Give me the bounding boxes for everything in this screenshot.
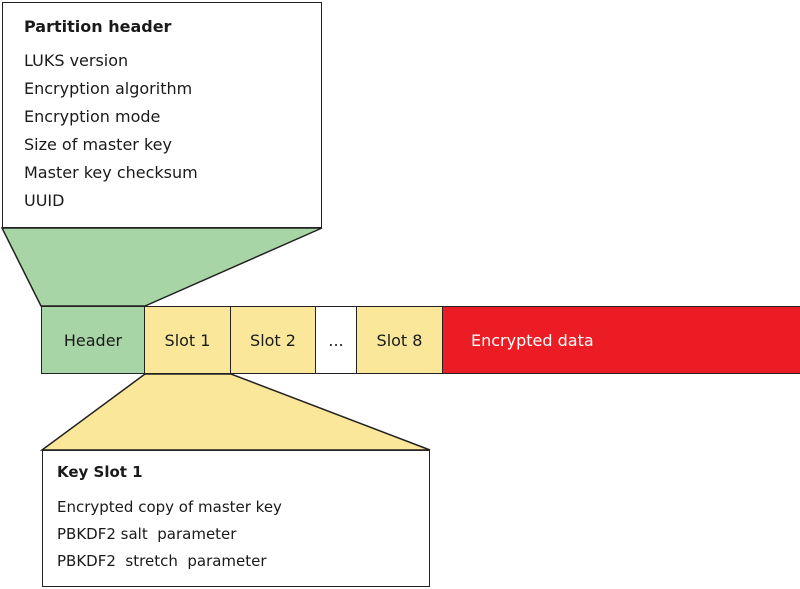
segment-header-label: Header <box>63 330 123 350</box>
keyslot-expansion-wedge <box>39 373 431 451</box>
segment-encrypted-data-label: Encrypted data <box>471 330 594 350</box>
header-field-master-key-checksum: Master key checksum <box>24 163 198 182</box>
segment-slot-1: Slot 1 <box>145 306 231 374</box>
partition-header-detail-box: Partition header LUKS version Encryption… <box>2 2 322 228</box>
segment-slot-2-label: Slot 2 <box>250 330 296 350</box>
partition-header-title: Partition header <box>24 17 172 36</box>
header-field-master-key-size: Size of master key <box>24 135 172 154</box>
key-slot-detail-box: Key Slot 1 Encrypted copy of master key … <box>42 450 430 587</box>
header-field-encryption-mode: Encryption mode <box>24 107 161 126</box>
segment-slot-2: Slot 2 <box>231 306 316 374</box>
segment-slot-8-label: Slot 8 <box>376 330 423 350</box>
segment-slot-8: Slot 8 <box>357 306 443 374</box>
segment-header: Header <box>41 306 145 374</box>
header-expansion-wedge <box>0 227 323 307</box>
segment-encrypted-data: Encrypted data <box>443 306 800 374</box>
header-field-uuid: UUID <box>24 191 65 210</box>
segment-slot-1-label: Slot 1 <box>164 330 211 350</box>
header-field-luks-version: LUKS version <box>24 51 129 70</box>
key-slot-title: Key Slot 1 <box>57 463 143 481</box>
segment-ellipsis-label: ... <box>328 330 344 350</box>
header-field-encryption-algorithm: Encryption algorithm <box>24 79 193 98</box>
segment-ellipsis: ... <box>316 306 357 374</box>
keyslot-field-pbkdf2-salt: PBKDF2 salt parameter <box>57 525 237 543</box>
keyslot-field-encrypted-master-key: Encrypted copy of master key <box>57 498 282 516</box>
keyslot-field-pbkdf2-stretch: PBKDF2 stretch parameter <box>57 552 267 570</box>
